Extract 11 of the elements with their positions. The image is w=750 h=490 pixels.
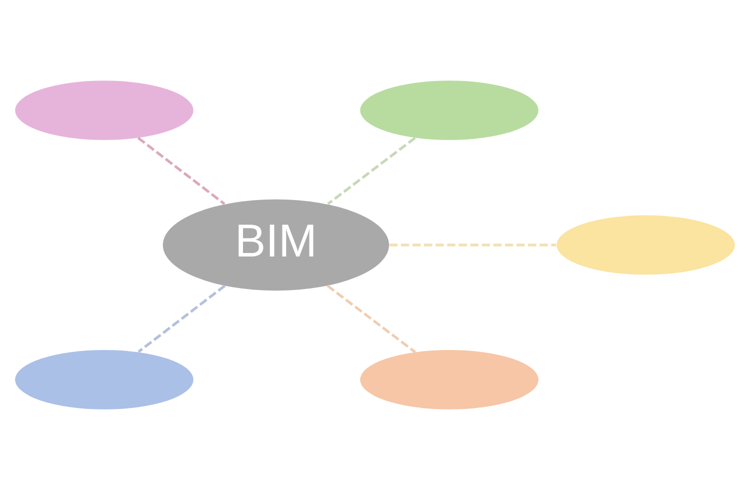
connector (389, 244, 556, 246)
connector (327, 136, 416, 206)
connector (137, 136, 226, 206)
node-ellipse (360, 80, 538, 140)
node-ellipse (15, 350, 194, 410)
node-ellipse: BIM (162, 199, 390, 291)
connector (326, 284, 416, 354)
connector (138, 284, 226, 353)
node-ellipse (360, 350, 538, 410)
node-ellipse (15, 80, 194, 140)
node-ellipse (556, 215, 735, 275)
